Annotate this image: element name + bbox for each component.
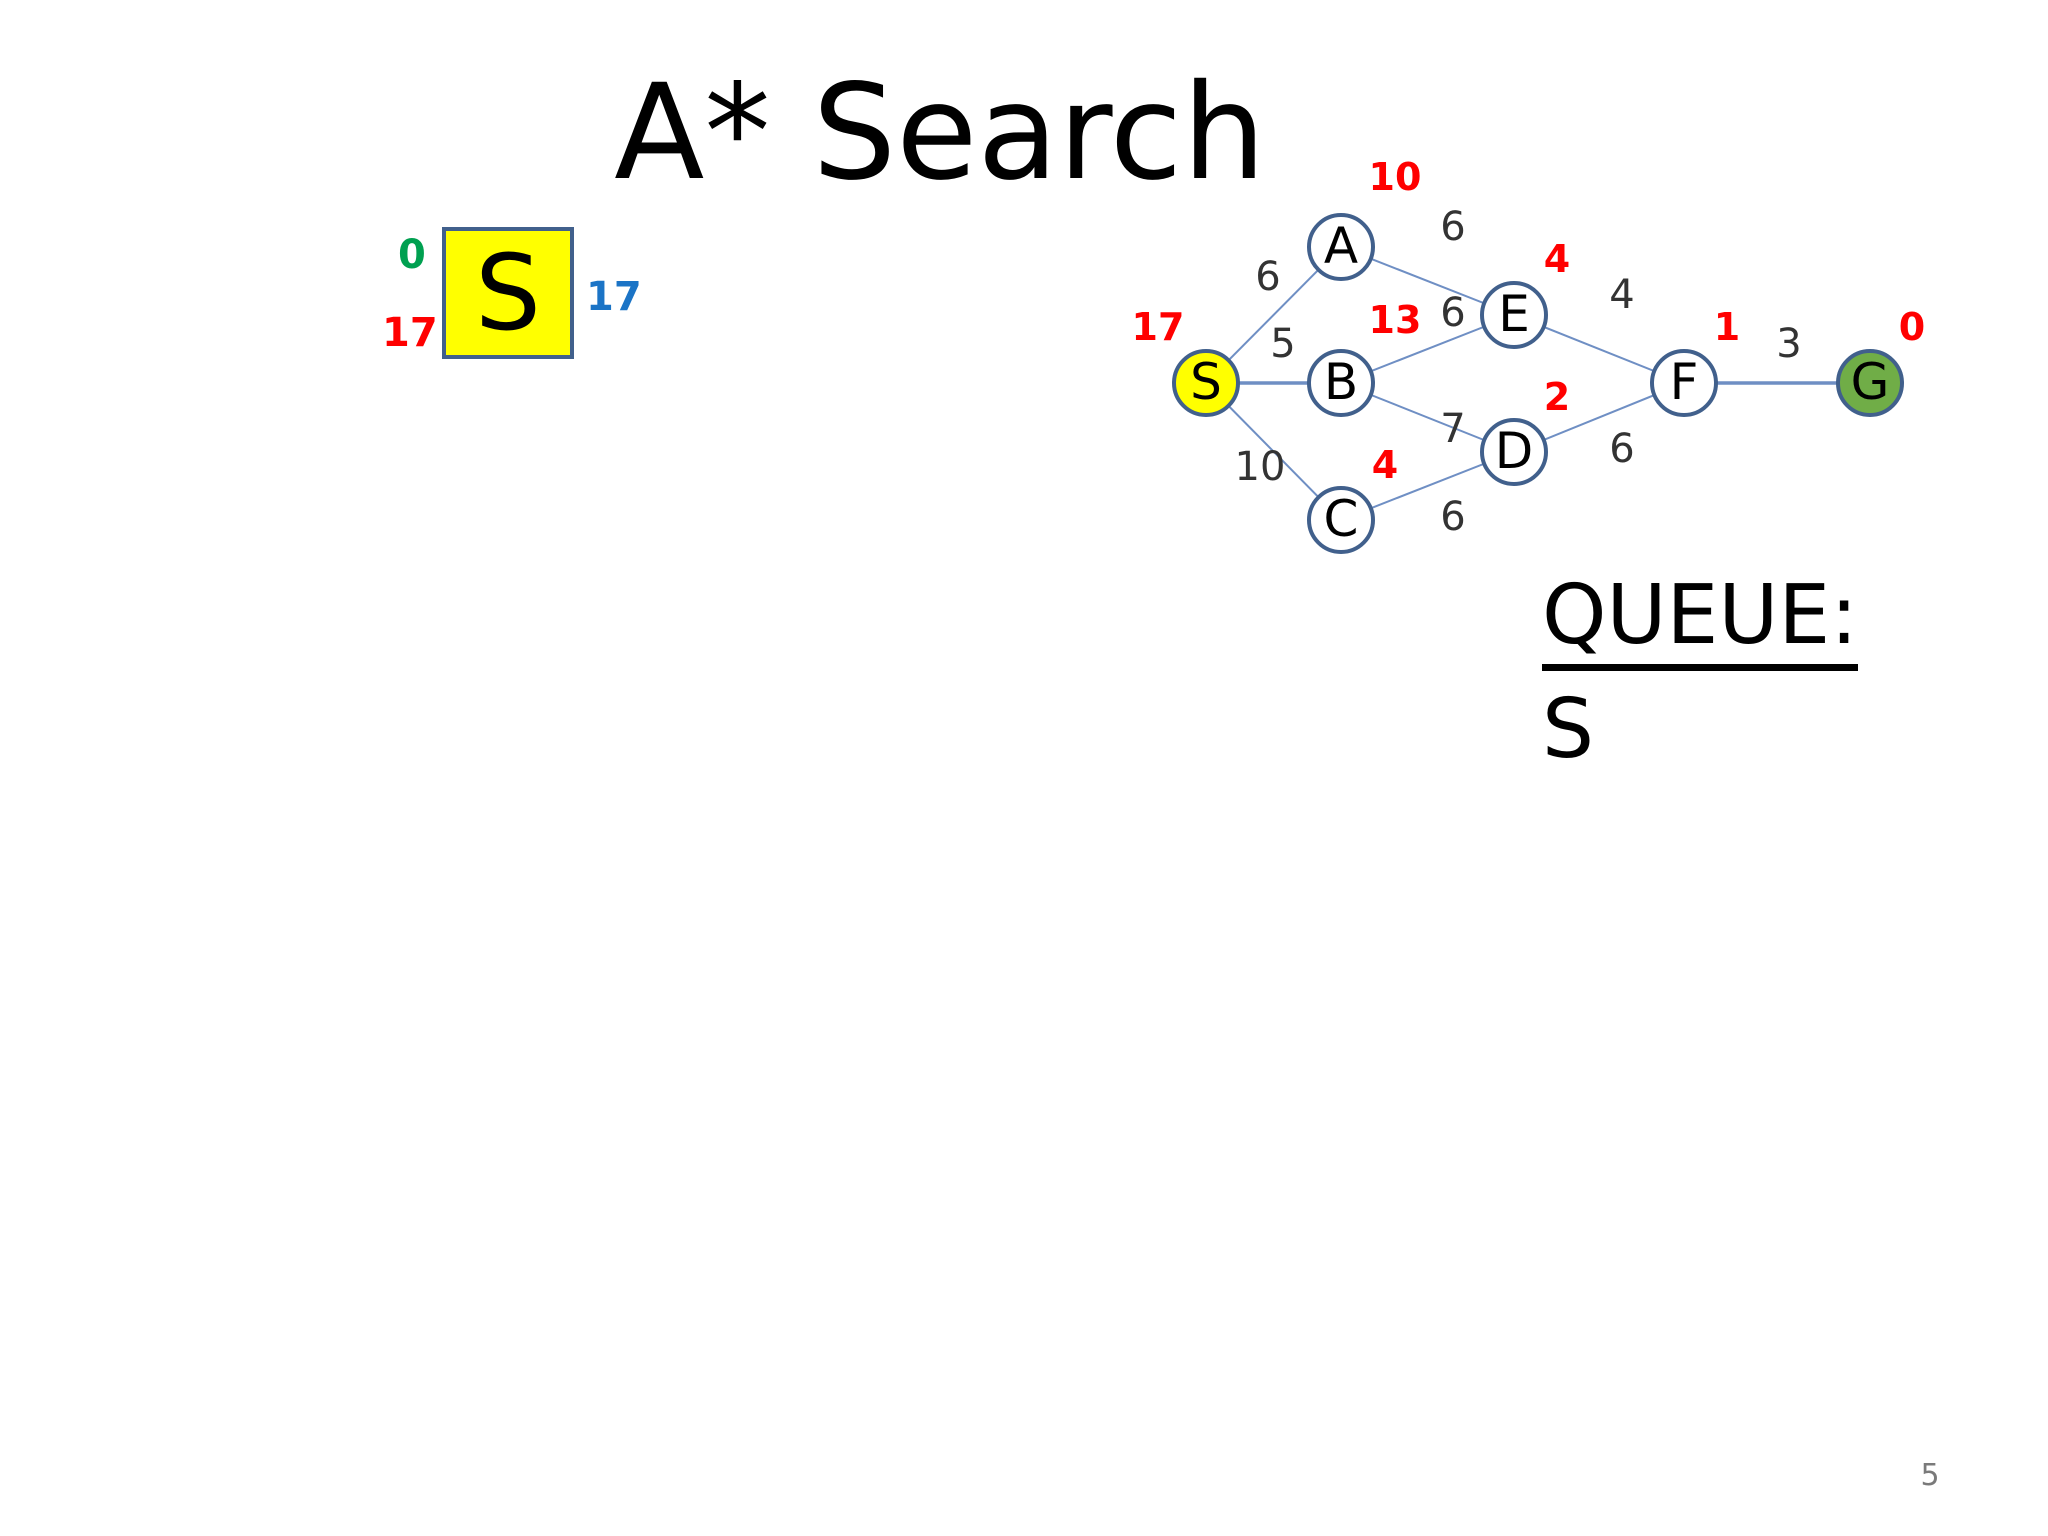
graph-node-c [1307, 486, 1375, 554]
edge-weight-s-c: 10 [1235, 444, 1286, 490]
graph-node-label-e: E [1498, 285, 1530, 343]
heuristic-a: 10 [1369, 155, 1422, 199]
graph-node-g [1836, 349, 1904, 417]
tree-g-cost: 0 [398, 232, 426, 278]
heuristic-d: 2 [1544, 375, 1570, 419]
graph-node-label-f: F [1670, 353, 1699, 411]
graph-node-d [1480, 418, 1548, 486]
edge-weight-e-f: 4 [1609, 272, 1634, 318]
heuristic-f: 1 [1714, 305, 1740, 349]
graph-node-a [1307, 213, 1375, 281]
edge-weight-d-f: 6 [1609, 426, 1634, 472]
heuristic-e: 4 [1544, 237, 1570, 281]
search-tree: 0 17 S 17 [370, 210, 670, 380]
heuristic-s: 17 [1132, 305, 1185, 349]
edge-weight-b-e: 6 [1440, 290, 1465, 336]
slide-title: A* Search [614, 56, 1266, 210]
queue-title: QUEUE: [1542, 568, 1858, 671]
queue-items: S [1542, 682, 1595, 777]
tree-node-s: S [442, 227, 574, 359]
edge-weight-c-d: 6 [1440, 494, 1465, 540]
edge-weight-s-b: 5 [1270, 321, 1295, 367]
graph-node-label-d: D [1495, 422, 1534, 480]
graph-node-label-c: C [1324, 490, 1359, 548]
graph-node-f [1650, 349, 1718, 417]
graph-node-label-a: A [1324, 217, 1358, 275]
tree-h-cost: 17 [382, 310, 438, 356]
graph-node-b [1307, 349, 1375, 417]
edge-weight-f-g: 3 [1776, 321, 1801, 367]
graph-node-label-s: S [1190, 353, 1222, 411]
graph-node-label-g: G [1851, 353, 1890, 411]
slide-number: 5 [1920, 1458, 1940, 1493]
heuristic-c: 4 [1372, 443, 1398, 487]
graph-node-s [1172, 349, 1240, 417]
edge-weight-a-e: 6 [1440, 204, 1465, 250]
graph-node-label-b: B [1324, 353, 1358, 411]
heuristic-b: 13 [1369, 298, 1422, 342]
edge-weight-s-a: 6 [1255, 254, 1280, 300]
tree-f-cost: 17 [586, 274, 642, 320]
heuristic-g: 0 [1899, 305, 1925, 349]
edge-weight-b-d: 7 [1440, 406, 1465, 452]
graph-node-e [1480, 281, 1548, 349]
